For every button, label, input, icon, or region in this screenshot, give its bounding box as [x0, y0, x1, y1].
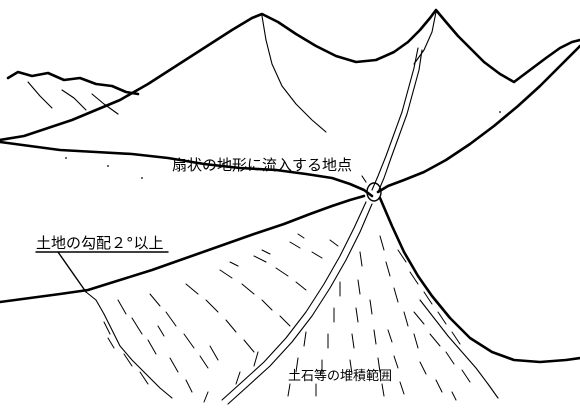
- distant-left-ridge: [6, 70, 140, 96]
- distant-left-ridge-shade: [27, 81, 119, 115]
- fan-channel-right: [227, 203, 373, 405]
- left-mountain-outline: [0, 8, 580, 142]
- slope-label: 土地の勾配２°以上: [36, 234, 164, 252]
- slope-pointer-line: [57, 251, 87, 293]
- deposit-area-label: 土石等の堆積範囲: [288, 369, 393, 384]
- fan-left-boundary: [0, 194, 366, 304]
- inflow-leader-line: [361, 175, 367, 183]
- stream-channel-left-bank: [371, 47, 419, 191]
- terrain-dots: [65, 111, 501, 179]
- inflow-point-circle: [366, 182, 382, 202]
- left-mountain-crease: [261, 15, 327, 133]
- fan-right-foot: [419, 299, 499, 399]
- fan-sediment-hatching: [103, 233, 471, 403]
- fan-channel-left: [221, 201, 367, 401]
- inflow-point-label: 扇状の地形に流入する地点: [172, 156, 353, 174]
- stream-channel-right-bank: [377, 49, 423, 193]
- fan-lower-edge: [85, 291, 173, 399]
- left-mountain-base: [0, 140, 374, 198]
- right-lower-slope: [378, 196, 580, 364]
- right-mountain-slope: [376, 44, 580, 194]
- central-peak-crease: [413, 11, 437, 65]
